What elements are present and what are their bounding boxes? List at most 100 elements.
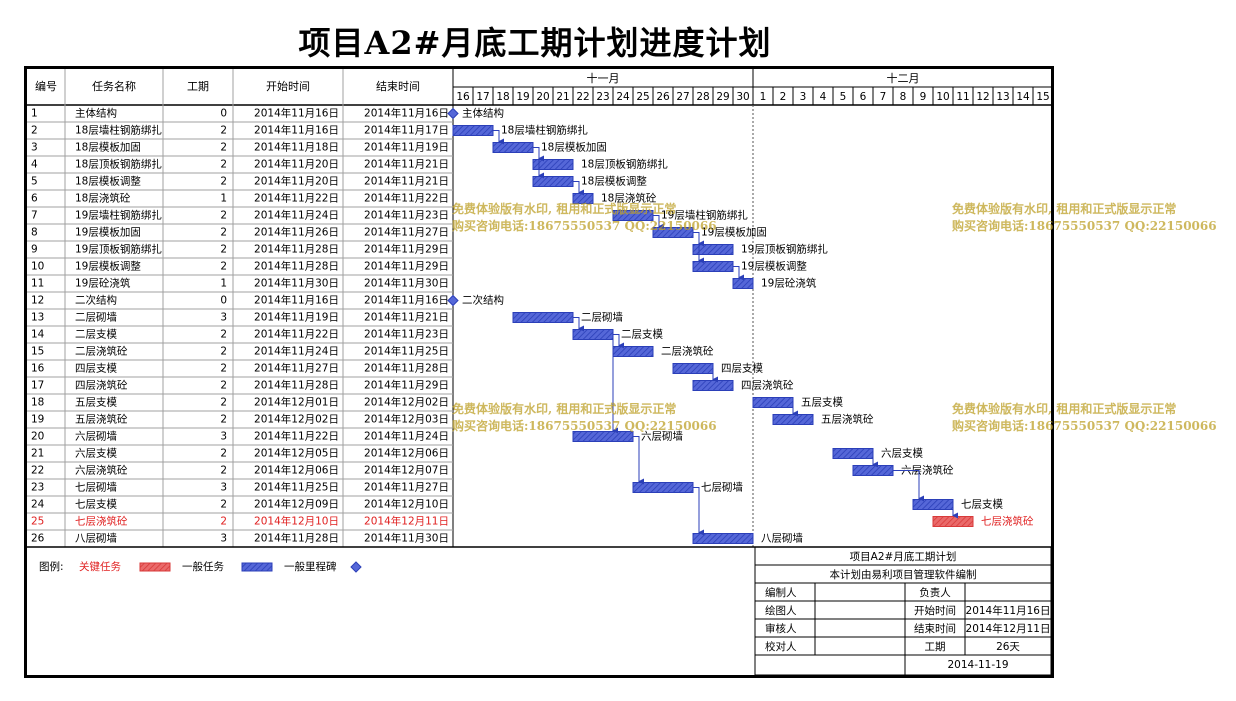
- task-duration: 2: [220, 363, 227, 375]
- task-bar[interactable]: [732, 278, 754, 289]
- critical-task-bar[interactable]: [932, 516, 974, 527]
- dependency-link: [633, 436, 644, 485]
- task-start: 2014年11月22日: [254, 192, 339, 205]
- task-bar[interactable]: [912, 499, 954, 510]
- task-bar[interactable]: [852, 465, 894, 476]
- task-name: 二次结构: [75, 294, 117, 307]
- task-duration: 1: [220, 193, 227, 205]
- task-end: 2014年11月25日: [364, 345, 449, 358]
- task-bar[interactable]: [452, 125, 494, 136]
- task-duration: 0: [220, 295, 227, 307]
- day-header: 18: [496, 91, 509, 103]
- task-start: 2014年11月28日: [254, 260, 339, 273]
- task-bar[interactable]: [612, 346, 654, 357]
- task-bar[interactable]: [692, 380, 734, 391]
- day-header: 29: [716, 91, 729, 103]
- task-id: 11: [31, 278, 44, 290]
- task-id: 21: [31, 448, 44, 460]
- task-start: 2014年11月24日: [254, 345, 339, 358]
- legend-label: 图例:: [39, 560, 64, 573]
- dependency-link: [653, 215, 664, 230]
- task-end: 2014年11月21日: [364, 158, 449, 171]
- bar-label: 19层顶板钢筋绑扎: [741, 243, 828, 256]
- task-start: 2014年11月20日: [254, 175, 339, 188]
- day-header: 6: [860, 91, 867, 103]
- task-bar[interactable]: [572, 193, 594, 204]
- bar-label: 六层砌墙: [641, 430, 683, 443]
- day-header: 7: [880, 91, 887, 103]
- info-date: 2014-11-19: [947, 659, 1008, 671]
- task-id: 8: [31, 227, 38, 239]
- bar-label: 七层浇筑砼: [981, 515, 1034, 528]
- task-end: 2014年11月28日: [364, 362, 449, 375]
- task-start: 2014年12月09日: [254, 498, 339, 511]
- task-name: 五层支模: [75, 397, 117, 409]
- bar-label: 18层墙柱钢筋绑扎: [501, 124, 588, 137]
- task-duration: 2: [220, 397, 227, 409]
- info-block: [754, 546, 1051, 675]
- task-bar[interactable]: [692, 261, 734, 272]
- month-header: 十二月: [887, 71, 920, 85]
- day-header: 20: [536, 91, 549, 103]
- task-start: 2014年12月10日: [254, 515, 339, 528]
- task-end: 2014年12月10日: [364, 498, 449, 511]
- task-start: 2014年11月22日: [254, 328, 339, 341]
- task-name: 八层砌墙: [75, 532, 117, 545]
- task-bar[interactable]: [632, 482, 694, 493]
- day-header: 21: [556, 91, 569, 103]
- task-bar[interactable]: [752, 397, 794, 408]
- task-duration: 2: [220, 142, 227, 154]
- task-start: 2014年11月28日: [254, 243, 339, 256]
- task-bar[interactable]: [492, 142, 534, 153]
- bar-label: 六层支模: [881, 448, 923, 460]
- task-duration: 2: [220, 125, 227, 137]
- legend-critical-swatch: [139, 562, 171, 572]
- task-name: 七层砌墙: [75, 481, 117, 494]
- task-name: 18层顶板钢筋绑扎: [75, 158, 162, 171]
- task-bar[interactable]: [692, 244, 734, 255]
- task-bar[interactable]: [672, 363, 714, 374]
- task-id: 10: [31, 261, 44, 273]
- task-start: 2014年11月16日: [254, 107, 339, 120]
- task-bar[interactable]: [832, 448, 874, 459]
- dependency-link: [533, 147, 544, 179]
- info-cell: 校对人: [765, 640, 797, 653]
- task-end: 2014年11月23日: [364, 209, 449, 222]
- task-name: 二层支模: [75, 329, 117, 341]
- task-bar[interactable]: [572, 431, 634, 442]
- bar-label: 19层模板加固: [701, 226, 767, 239]
- task-bar[interactable]: [612, 210, 654, 221]
- task-duration: 2: [220, 346, 227, 358]
- task-id: 7: [31, 210, 38, 222]
- task-end: 2014年11月21日: [364, 311, 449, 324]
- task-name: 19层墙柱钢筋绑扎: [75, 209, 162, 222]
- milestone-marker[interactable]: [447, 294, 459, 307]
- task-start: 2014年11月16日: [254, 124, 339, 137]
- day-header: 13: [996, 91, 1009, 103]
- day-header: 23: [596, 91, 609, 103]
- task-bar[interactable]: [772, 414, 814, 425]
- milestone-marker[interactable]: [447, 107, 459, 120]
- bar-label: 二层砌墙: [581, 311, 623, 324]
- task-bar[interactable]: [692, 533, 754, 544]
- legend-milestone-icon: [350, 561, 362, 573]
- task-end: 2014年11月27日: [364, 226, 449, 239]
- task-bar[interactable]: [532, 159, 574, 170]
- bar-label: 二层浇筑砼: [661, 345, 714, 358]
- task-id: 19: [31, 414, 44, 426]
- task-bar[interactable]: [532, 176, 574, 187]
- page-title: 项目A2#月底工期计划进度计划: [298, 24, 772, 62]
- task-duration: 0: [220, 108, 227, 120]
- day-header: 9: [920, 91, 927, 103]
- task-start: 2014年11月28日: [254, 532, 339, 545]
- task-end: 2014年12月06日: [364, 447, 449, 460]
- task-bar[interactable]: [512, 312, 574, 323]
- task-end: 2014年12月02日: [364, 396, 449, 409]
- task-bar[interactable]: [652, 227, 694, 238]
- task-bar[interactable]: [572, 329, 614, 340]
- task-end: 2014年11月24日: [364, 430, 449, 443]
- bar-label: 19层墙柱钢筋绑扎: [661, 209, 748, 222]
- task-name: 四层支模: [75, 363, 117, 375]
- task-id: 25: [31, 516, 44, 528]
